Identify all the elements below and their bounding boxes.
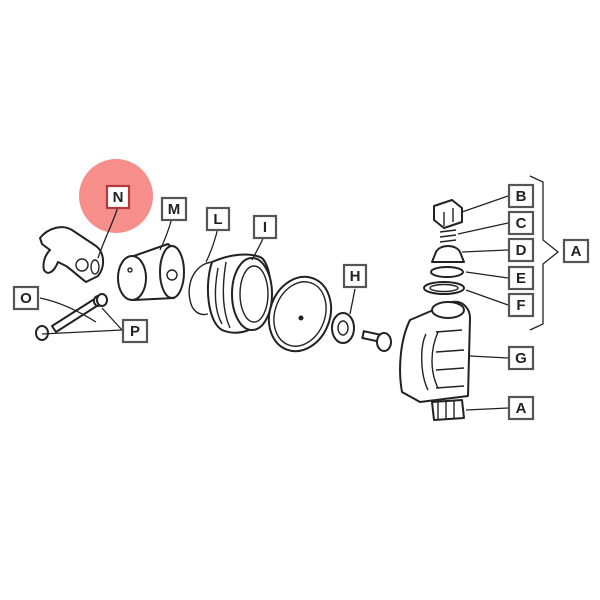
- part-coupling-a: [431, 399, 465, 421]
- callout-m: M: [160, 196, 188, 222]
- svg-text:L: L: [213, 211, 222, 228]
- callout-o: O: [12, 285, 40, 311]
- svg-text:A: A: [571, 243, 582, 260]
- callout-c: C: [507, 210, 535, 236]
- callout-e: E: [507, 265, 535, 291]
- callout-a-top: A: [562, 238, 590, 264]
- svg-text:G: G: [515, 350, 527, 367]
- svg-text:M: M: [168, 201, 181, 218]
- part-bearing-h: [331, 312, 355, 344]
- part-drum-m: [117, 243, 185, 301]
- callout-f: F: [507, 292, 535, 318]
- leader-lines: [39, 175, 560, 411]
- part-valve-stack: [423, 199, 465, 295]
- svg-text:A: A: [516, 400, 527, 417]
- callout-a-bottom: A: [507, 395, 535, 421]
- svg-text:N: N: [113, 189, 124, 206]
- callout-p: P: [121, 318, 149, 344]
- callout-d: D: [507, 237, 535, 263]
- callout-h: H: [342, 263, 368, 289]
- part-bolt: [361, 330, 392, 352]
- part-housing-i: [206, 253, 273, 334]
- svg-text:H: H: [350, 268, 361, 285]
- svg-text:O: O: [20, 290, 32, 307]
- part-fork-n: [39, 226, 104, 283]
- svg-text:F: F: [516, 297, 525, 314]
- part-clips-p: [35, 293, 108, 341]
- svg-text:E: E: [516, 270, 526, 287]
- part-valve-body-g: [399, 300, 471, 403]
- callout-l: L: [205, 206, 231, 232]
- part-pin-o: [51, 295, 103, 333]
- svg-text:I: I: [263, 219, 267, 236]
- callout-i: I: [252, 214, 278, 240]
- svg-text:P: P: [130, 323, 140, 340]
- part-diaphragm-disc: [267, 275, 333, 353]
- callout-g: G: [507, 345, 535, 371]
- svg-text:B: B: [516, 188, 527, 205]
- callout-n: N: [105, 184, 131, 210]
- callout-b: B: [507, 183, 535, 209]
- svg-text:D: D: [516, 242, 527, 259]
- svg-text:C: C: [516, 215, 527, 232]
- part-snap-ring-l: [188, 261, 215, 316]
